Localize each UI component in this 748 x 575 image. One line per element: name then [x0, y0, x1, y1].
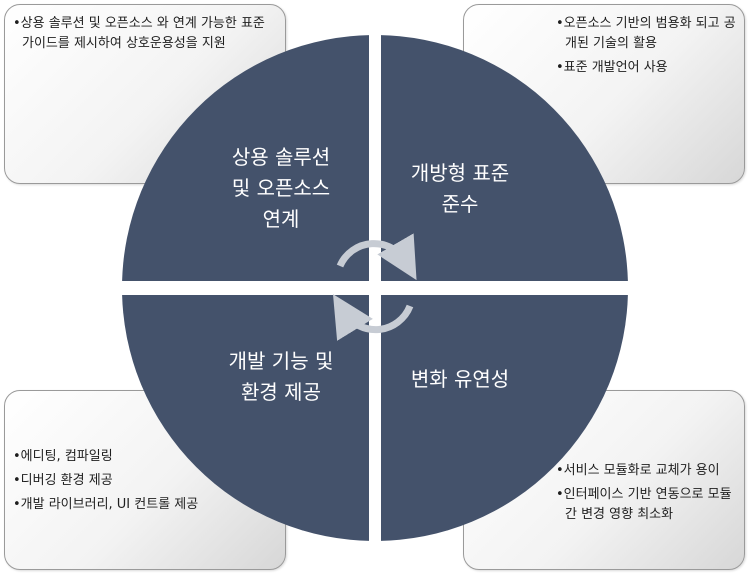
quadrant-label-top-left: 상용 솔루션 및 오픈소스 연계	[186, 142, 376, 235]
cycle-arrows-icon	[332, 233, 417, 341]
quadrant-top-left	[122, 35, 369, 281]
quadrant-bottom-right	[381, 295, 628, 541]
description-item: 에디팅, 컴파일링	[13, 447, 275, 467]
description-item: 오픈소스 기반의 범용화 되고 공개된 기술의 활용	[556, 14, 736, 54]
quadrant-label-line: 및 오픈소스	[231, 176, 331, 200]
description-item: 개발 라이브러리, UI 컨트롤 제공	[13, 495, 275, 515]
quadrant-label-bottom-right: 변화 유연성	[385, 364, 535, 395]
quadrant-label-line: 환경 제공	[241, 380, 321, 404]
quadrant-label-line: 준수	[441, 192, 479, 216]
description-item: 디버깅 환경 제공	[13, 471, 275, 491]
quadrant-label-line: 개발 기능 및	[228, 349, 334, 373]
quadrant-label-top-right: 개방형 표준 준수	[385, 158, 535, 220]
quadrant-label-line: 연계	[262, 207, 300, 231]
quadrant-top-right	[381, 35, 628, 281]
quadrant-label-line: 변화 유연성	[410, 367, 510, 391]
quadrant-label-line: 상용 솔루션	[231, 145, 331, 169]
description-item: 상용 솔루션 및 오픈소스 와 연계 가능한 표준 가이드를 제시하여 상호운용…	[13, 14, 275, 54]
quadrant-label-bottom-left: 개발 기능 및 환경 제공	[186, 346, 376, 408]
quadrant-bottom-left	[122, 295, 369, 541]
description-item: 서비스 모듈화로 교체가 용이	[556, 461, 736, 481]
description-item: 인터페이스 기반 연동으로 모듈간 변경 영향 최소화	[556, 485, 736, 525]
quadrant-label-line: 개방형 표준	[410, 161, 510, 185]
description-item: 표준 개발언어 사용	[556, 58, 736, 78]
